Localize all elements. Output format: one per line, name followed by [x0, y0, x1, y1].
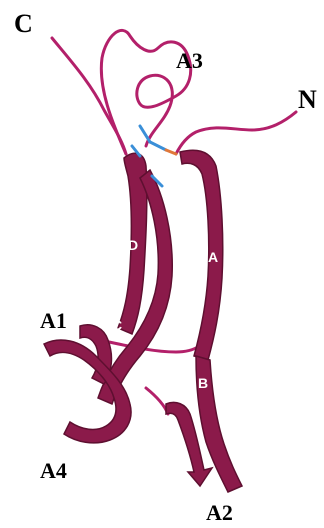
label-loop-a1: A1 — [40, 308, 67, 333]
label-strand-d: D — [128, 237, 138, 253]
label-loop-a2: A2 — [206, 500, 233, 525]
label-strand-b: B — [198, 375, 208, 391]
label-c-terminus: C — [14, 9, 33, 38]
label-strand-a: A — [208, 249, 218, 265]
label-loop-a4: A4 — [40, 458, 67, 483]
label-n-terminus: N — [298, 85, 317, 114]
label-loop-a3: A3 — [176, 48, 203, 73]
label-strand-c: C — [112, 317, 122, 333]
